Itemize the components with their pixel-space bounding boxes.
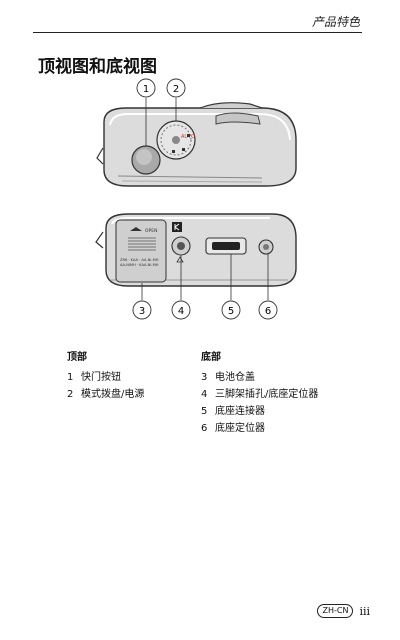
callout-6: 6 [258, 300, 278, 320]
page-title: 顶视图和底视图 [38, 57, 157, 77]
legend-item-label: 底座定位器 [215, 423, 265, 434]
battery-door-drawing [115, 219, 167, 283]
battery-door-arrow-text: OPEN [145, 228, 157, 234]
legend-item-label: 底座连接器 [215, 406, 265, 417]
legend-item: 2 模式拨盘/电源 [67, 386, 144, 403]
legend-item: 4 三脚架插孔/底座定位器 [201, 386, 318, 403]
svg-text:6: 6 [265, 306, 271, 317]
header-rule [33, 32, 362, 33]
svg-text:4: 4 [178, 306, 184, 317]
legend-item-label: 模式拨盘/电源 [81, 389, 145, 400]
battery-text-1: ZR6 · KAA · AA-Ni-MH [120, 258, 159, 262]
callout-2: 2 [166, 78, 186, 98]
legend-item: 6 底座定位器 [201, 420, 318, 437]
legend-item-num: 2 [67, 389, 74, 400]
legend-item: 3 电池仓盖 [201, 369, 318, 386]
legend-item-label: 电池仓盖 [215, 372, 255, 383]
brand-logo-mark [172, 222, 182, 232]
callout-4: 4 [171, 300, 191, 320]
legend-item-num: 1 [67, 372, 74, 383]
callout-1: 1 [136, 78, 156, 98]
legend-top-heading: 顶部 [67, 352, 87, 363]
camera-bottom-view: OPEN ZR6 · KAA · AA-Ni-MH AA-NiMH · KAA-… [95, 213, 297, 300]
language-badge: ZH-CN [317, 604, 354, 618]
battery-text-2: AA-NiMH · KAA-Ni-MH [120, 263, 159, 267]
callout-3: 3 [132, 300, 152, 320]
legend-top: 顶部 1 快门按钮 2 模式拨盘/电源 [67, 349, 144, 403]
legend-bottom: 底部 3 电池仓盖 4 三脚架插孔/底座定位器 5 底座连接器 6 底座定位器 [201, 349, 318, 437]
page-number: iii [359, 604, 370, 618]
callout-5: 5 [221, 300, 241, 320]
legend-item: 5 底座连接器 [201, 403, 318, 420]
legend-item-num: 3 [201, 372, 208, 383]
legend-item-num: 5 [201, 406, 208, 417]
page-footer: ZH-CN iii [317, 604, 370, 618]
camera-top-view: AUTO [96, 98, 297, 187]
legend-item-num: 4 [201, 389, 208, 400]
svg-text:5: 5 [228, 306, 234, 317]
header-title: 产品特色 [311, 15, 360, 29]
svg-text:1: 1 [143, 84, 149, 95]
legend-item-num: 6 [201, 423, 208, 434]
legend-item-label: 三脚架插孔/底座定位器 [215, 389, 319, 400]
legend-item: 1 快门按钮 [67, 369, 144, 386]
svg-text:3: 3 [139, 306, 145, 317]
legend-item-label: 快门按钮 [81, 372, 121, 383]
legend-bottom-heading: 底部 [201, 352, 221, 363]
svg-text:2: 2 [173, 84, 179, 95]
